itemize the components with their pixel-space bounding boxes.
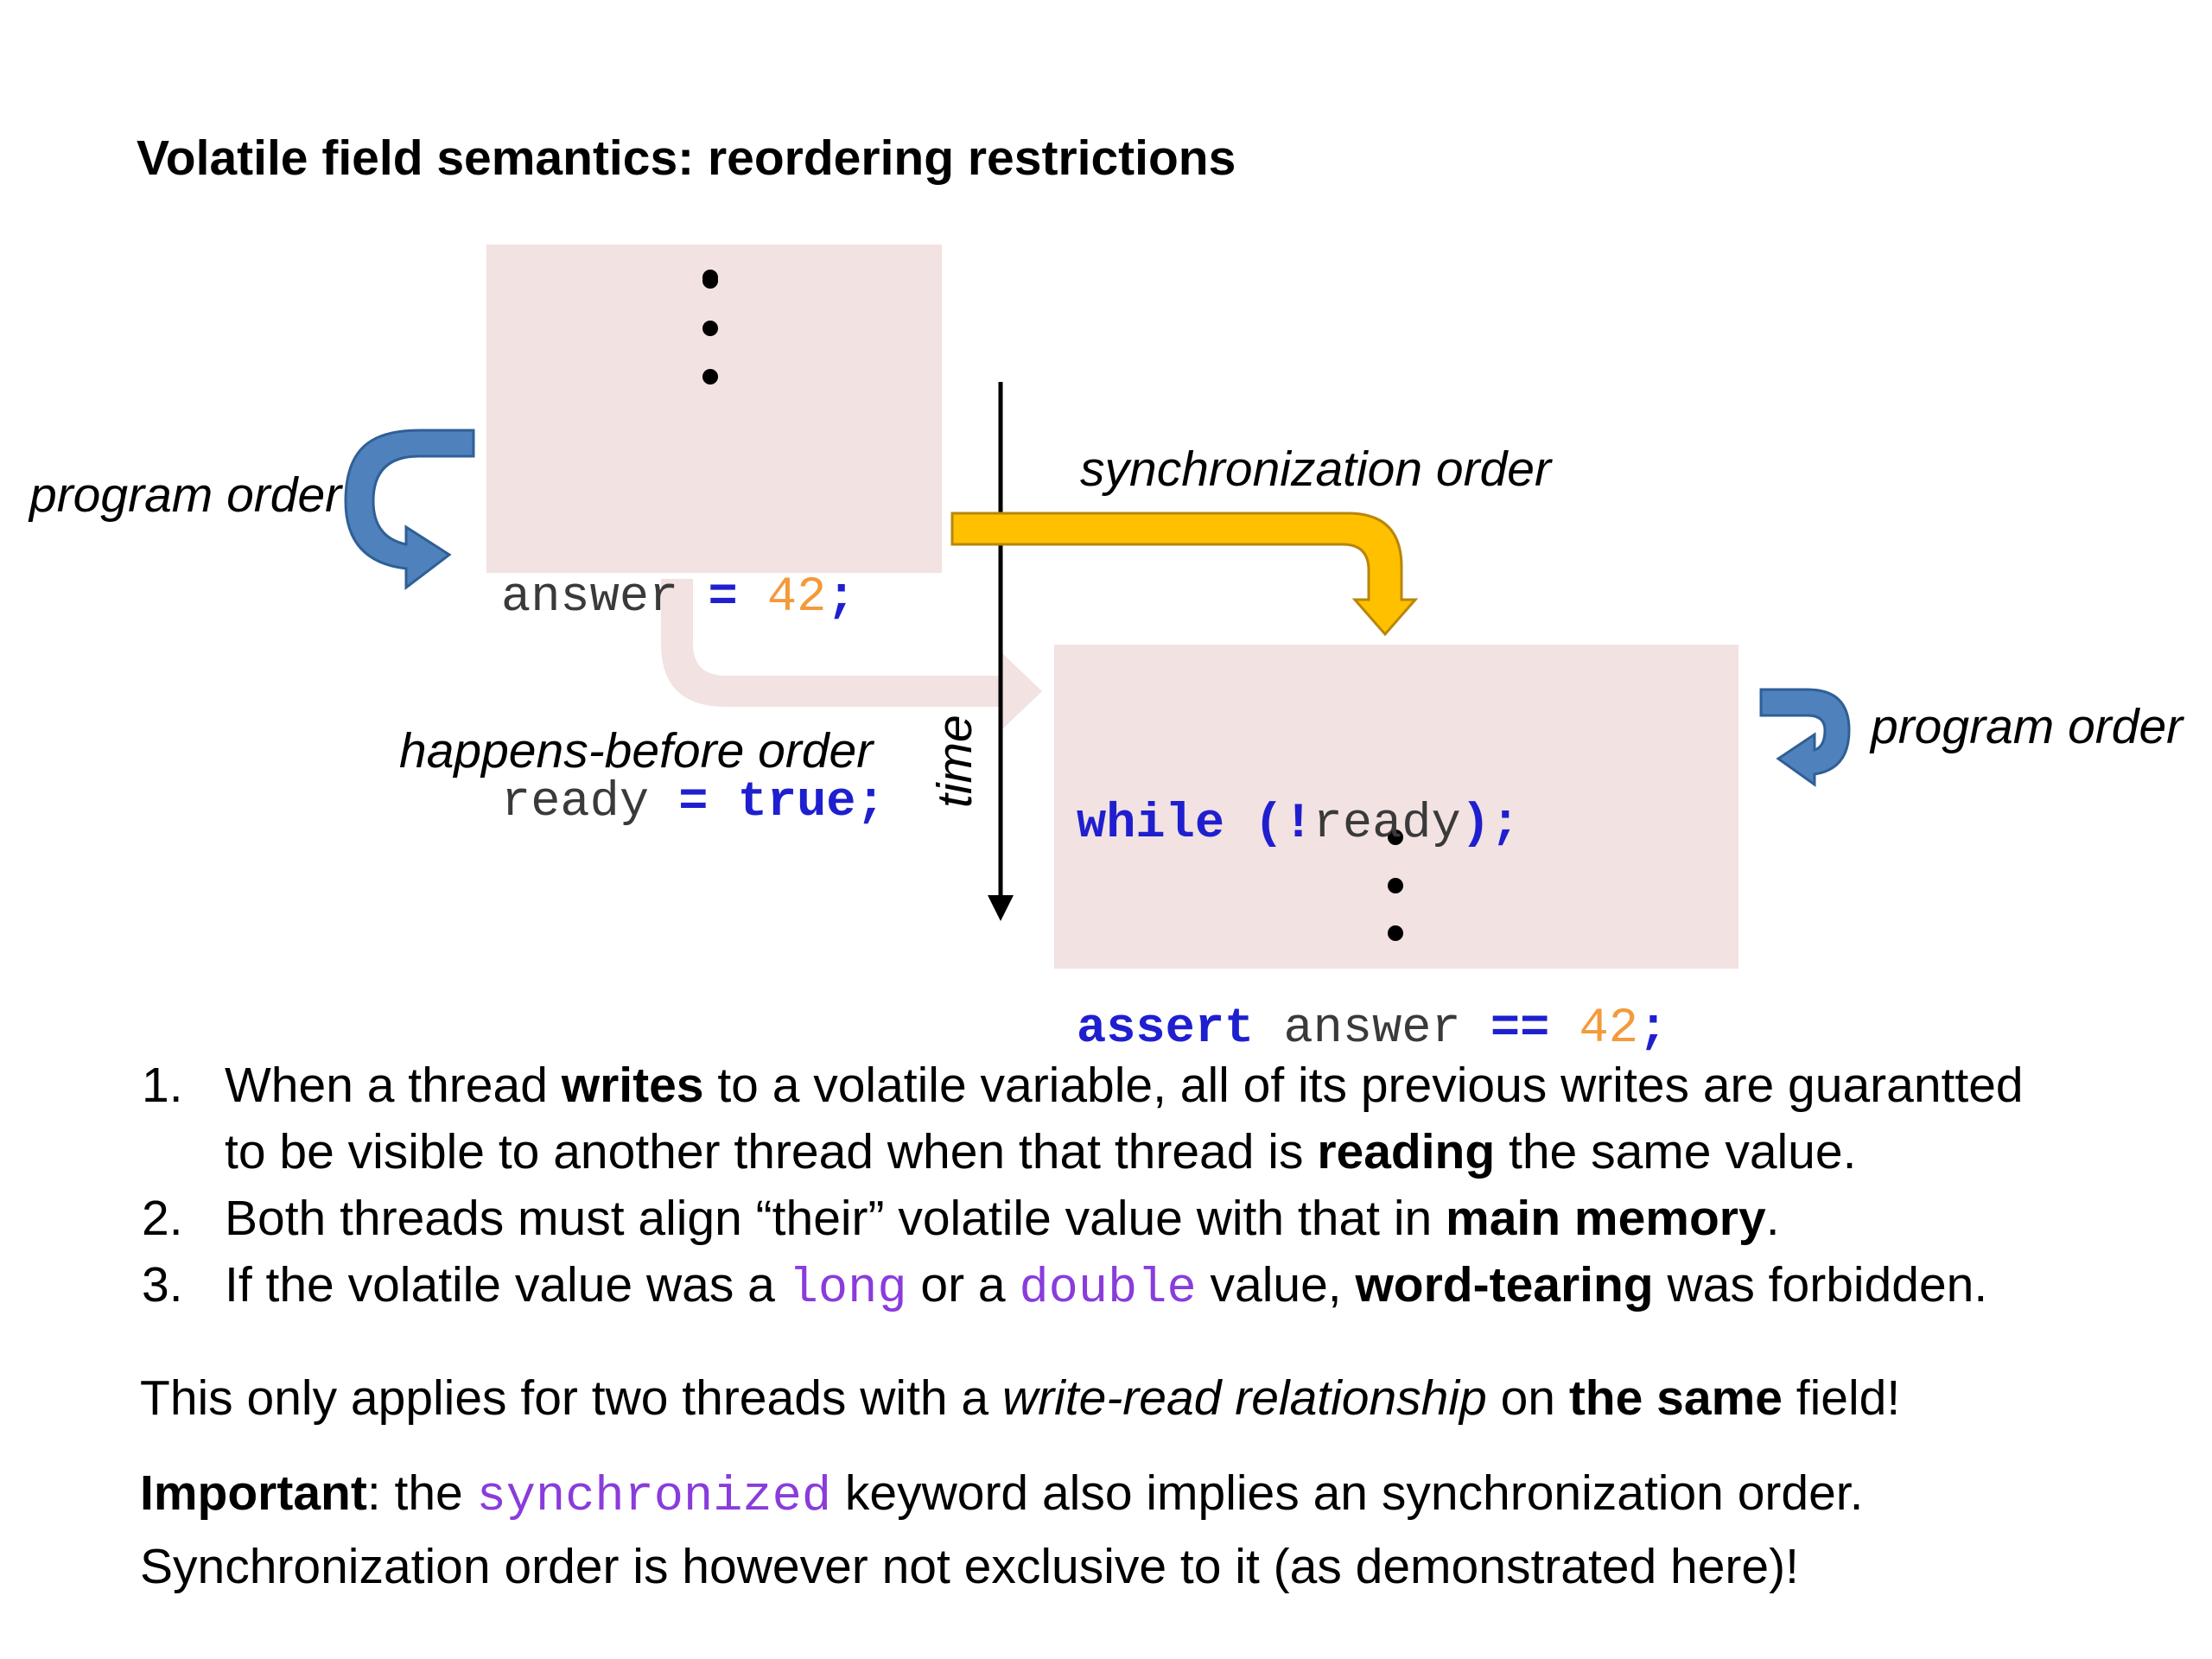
list-line: to be visible to another thread when tha… (225, 1119, 2024, 1185)
italic-text: write-read relationship (1001, 1370, 1487, 1426)
code-var: answer (501, 570, 679, 626)
code-keyword: while (1077, 797, 1225, 852)
code-operator: = (708, 570, 738, 626)
text: If the volatile value was a (225, 1257, 789, 1313)
code-semicolon: ; (1490, 797, 1521, 852)
list-line: If the volatile value was a long or a do… (225, 1252, 2024, 1323)
code-line-answer: answer = 42; (501, 564, 886, 632)
text: This only applies for two threads with a (140, 1370, 1002, 1426)
synchronization-order-label: synchronization order (1080, 442, 1551, 497)
list-line: When a thread writes to a volatile varia… (225, 1052, 2024, 1119)
thread2-code: while (!ready); assert answer == 42; (1077, 654, 1668, 1132)
program-order-label-left: program order (29, 467, 342, 523)
ellipsis-dot (702, 273, 718, 289)
synchronization-order-arrow (950, 512, 1419, 637)
rules-list: 1. When a thread writes to a volatile va… (137, 1052, 2024, 1323)
code-line-while: while (!ready); (1077, 791, 1668, 859)
important-line: Synchronization order is however not exc… (140, 1539, 1799, 1594)
text: : the (366, 1465, 477, 1521)
program-order-label-right: program order (1871, 699, 2183, 754)
code-operator: == (1490, 1001, 1550, 1057)
code-line-ready: ready = true; (501, 769, 886, 837)
text: the same value. (1495, 1124, 1857, 1179)
program-order-arrow-right (1759, 688, 1851, 787)
ellipsis-dot (1388, 925, 1403, 941)
text: or a (906, 1257, 1020, 1313)
text: on (1486, 1370, 1569, 1426)
code-var: answer (1283, 1001, 1461, 1057)
inline-code: double (1019, 1262, 1197, 1317)
code-keyword: true (737, 775, 856, 830)
list-item: 2. Both threads must align “their” volat… (137, 1185, 2024, 1252)
text: value, (1196, 1257, 1356, 1313)
bold-text: Important (140, 1465, 367, 1521)
code-number: 42 (766, 570, 827, 626)
happens-before-arrow (661, 579, 1042, 729)
bold-text: the same (1568, 1370, 1783, 1426)
code-operator: = (678, 775, 709, 830)
code-operator: ) (1460, 797, 1491, 852)
list-index: 2. (142, 1191, 183, 1246)
thread1-code: answer = 42; ready = true; (501, 428, 886, 906)
code-line-assert: assert answer == 42; (1077, 995, 1668, 1064)
ellipsis-dot (1388, 878, 1403, 893)
list-index: 1. (142, 1058, 183, 1113)
bold-text: word-tearing (1355, 1257, 1654, 1313)
important-line: Important: the synchronized keyword also… (140, 1459, 1863, 1532)
code-semicolon: ; (826, 570, 856, 626)
code-number: 42 (1579, 1001, 1638, 1057)
bold-text: writes (561, 1058, 704, 1113)
code-semicolon: ; (855, 775, 886, 830)
time-axis-arrowhead (988, 895, 1014, 921)
text: When a thread (225, 1058, 562, 1113)
code-var: ready (1313, 797, 1461, 852)
list-item: 3. If the volatile value was a long or a… (137, 1252, 2024, 1323)
text: field! (1782, 1370, 1901, 1426)
text: keyword also implies an synchronization … (831, 1465, 1864, 1521)
thread2-code-box (1054, 645, 1738, 969)
page-title: Volatile field semantics: reordering res… (137, 130, 1236, 186)
bold-text: reading (1317, 1124, 1496, 1179)
list-line: Both threads must align “their” volatile… (225, 1185, 2024, 1252)
list-index: 3. (142, 1257, 183, 1313)
code-operator: (! (1254, 797, 1313, 852)
bold-text: main memory (1446, 1191, 1766, 1246)
code-semicolon: ; (1637, 1001, 1669, 1057)
note-paragraph: This only applies for two threads with a… (140, 1365, 1900, 1432)
program-order-arrow-left (344, 429, 475, 591)
ellipsis-dot (702, 321, 718, 336)
code-keyword: assert (1077, 1001, 1255, 1057)
happens-before-order-label: happens-before order (399, 723, 874, 779)
inline-code: synchronized (476, 1470, 832, 1525)
text: Both threads must align “their” volatile… (225, 1191, 1446, 1246)
code-var: ready (501, 775, 650, 830)
time-label: time (927, 715, 982, 808)
important-paragraph: Important: the synchronized keyword also… (140, 1459, 1863, 1601)
text: . (1765, 1191, 1780, 1246)
ellipsis-dot (1388, 830, 1403, 845)
text: was forbidden. (1653, 1257, 1988, 1313)
thread1-code-box (486, 245, 942, 573)
ellipsis-dot (702, 369, 718, 385)
text: to be visible to another thread when tha… (225, 1124, 1318, 1179)
list-item: 1. When a thread writes to a volatile va… (137, 1052, 2024, 1185)
text: to a volatile variable, all of its previ… (703, 1058, 2024, 1113)
inline-code: long (788, 1262, 907, 1317)
